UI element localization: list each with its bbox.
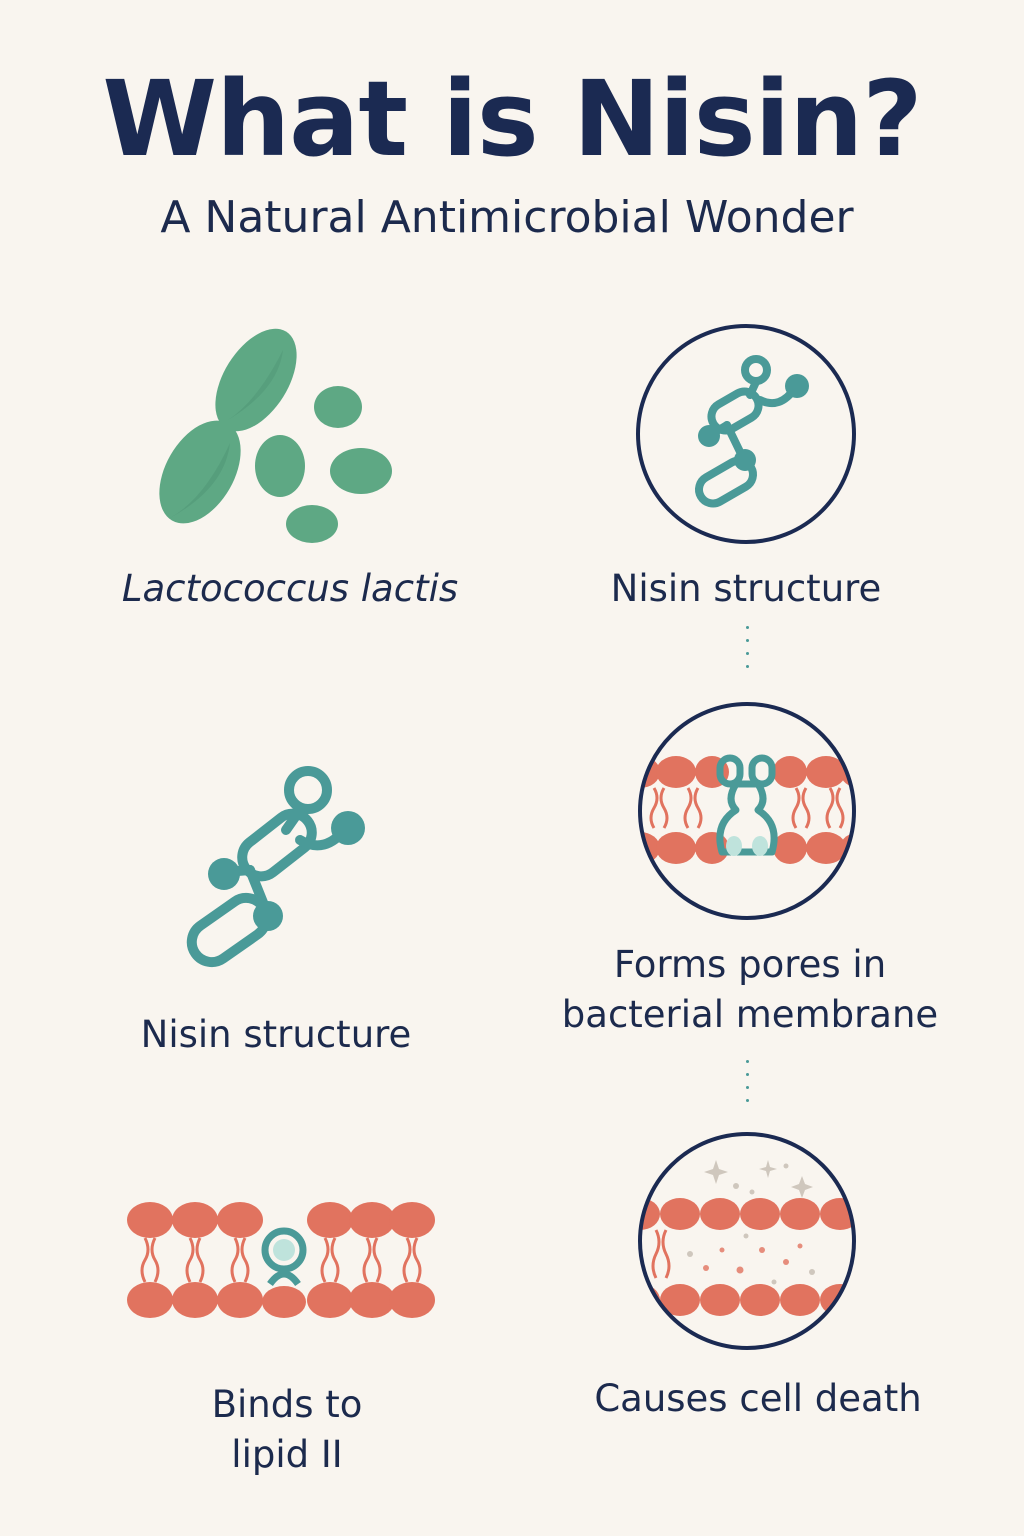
nisin-structure-circle-illustration [636,324,856,544]
page-title: What is Nisin? [102,58,922,180]
coccus-1 [314,386,362,428]
label-lactococcus-lactis: Lactococcus lactis [121,567,459,610]
nisin-structure-illustration [186,766,365,968]
coccus-4 [286,505,338,543]
sparkle-icon [704,1160,813,1198]
page-subtitle: A Natural Antimicrobial Wonder [160,192,854,243]
lipid-ii-binding-illustration [127,1202,435,1318]
coccus-2 [255,435,305,497]
label-binds-lipid-ii: Binds to lipid II [211,1383,363,1476]
label-nisin-structure-top: Nisin structure [610,567,882,610]
rod-bacterium-lower [159,420,241,524]
label-nisin-structure-middle: Nisin structure [140,1013,412,1056]
connector-dots-1 [746,626,750,678]
cell-death-illustration [638,1132,856,1350]
rod-bacterium-upper [215,328,297,432]
label-forms-pores: Forms pores in bacterial membrane [561,943,939,1036]
bacteria-illustration [159,328,392,543]
label-causes-cell-death: Causes cell death [594,1377,922,1420]
connector-dots-2 [746,1060,750,1112]
pore-formation-illustration [638,702,856,920]
coccus-3 [330,448,392,494]
